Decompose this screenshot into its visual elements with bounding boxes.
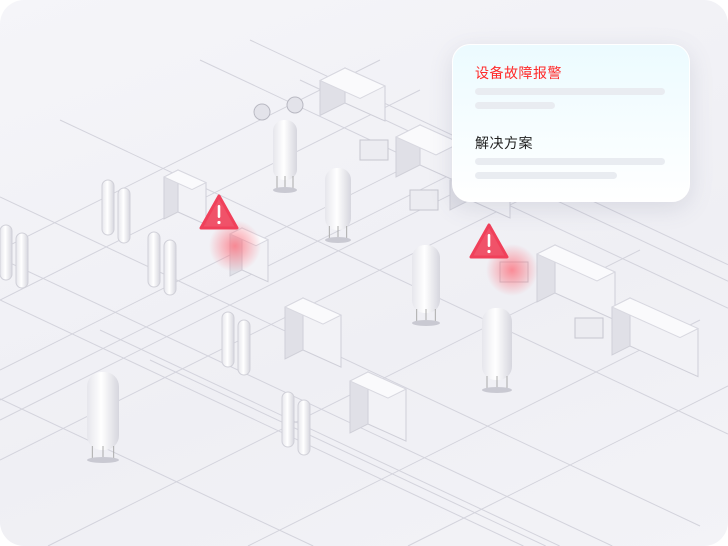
- tank-body: [482, 308, 512, 380]
- tank-body: [412, 245, 440, 313]
- filter-column: [281, 391, 295, 448]
- placeholder-line: [475, 88, 665, 95]
- alert-title: 设备故障报警: [475, 66, 562, 82]
- solution-heading: 解决方案: [475, 136, 533, 152]
- pipe-line: [0, 59, 381, 251]
- storage-tank: [325, 168, 351, 243]
- placeholder-line: [475, 172, 617, 179]
- pipe-line: [0, 398, 314, 546]
- cabinet: [535, 244, 617, 321]
- filter-column: [0, 224, 13, 281]
- transformer-body: [359, 139, 389, 161]
- cabinet-top: [394, 124, 462, 156]
- filter-column: [117, 187, 131, 244]
- storage-tank: [87, 372, 119, 463]
- filter-column: [163, 239, 177, 296]
- filter-unit: [0, 224, 29, 289]
- fault-alert-card[interactable]: 设备故障报警 解决方案: [452, 44, 690, 202]
- warning-triangle-icon: [199, 194, 239, 230]
- exclamation-bar: [487, 234, 491, 247]
- warning-triangle-icon: [469, 223, 509, 259]
- filter-unit: [281, 391, 311, 456]
- exclamation-dot: [487, 249, 491, 254]
- tank-base: [273, 187, 297, 193]
- fault-glow: [209, 220, 261, 272]
- tank-base: [325, 237, 351, 243]
- storage-tank: [412, 245, 440, 326]
- cabinet: [610, 297, 700, 378]
- filter-column: [101, 179, 115, 236]
- pump: [253, 103, 271, 121]
- pipe-line: [0, 299, 524, 546]
- exclamation-dot: [217, 220, 221, 225]
- tank-base: [412, 320, 440, 326]
- pipe-line: [0, 89, 421, 301]
- cabinet: [394, 124, 462, 184]
- tank-body: [325, 168, 351, 230]
- pipe-line: [0, 159, 521, 421]
- transformer: [574, 317, 604, 339]
- exclamation-bar: [217, 205, 221, 218]
- transformer: [409, 189, 439, 211]
- filter-column: [237, 319, 251, 376]
- transformer-body: [574, 317, 604, 339]
- cabinet-top: [535, 244, 617, 282]
- transformer: [359, 139, 389, 161]
- transformer-body: [409, 189, 439, 211]
- cabinet: [318, 67, 387, 122]
- cabinet-top: [283, 297, 343, 325]
- tank-body: [273, 120, 297, 180]
- storage-tank: [273, 120, 297, 193]
- equipment: [0, 67, 700, 463]
- filter-column: [147, 231, 161, 288]
- pipe-line: [59, 119, 728, 435]
- storage-tank: [482, 308, 512, 393]
- pipe-line: [149, 359, 546, 546]
- cabinet-top: [610, 297, 700, 339]
- filter-unit: [147, 231, 177, 296]
- pipe-line: [247, 319, 701, 546]
- pump: [286, 96, 304, 114]
- tank-body: [87, 372, 119, 450]
- filter-column: [297, 399, 311, 456]
- filter-column: [15, 232, 29, 289]
- cabinet-top: [162, 169, 208, 191]
- pipe-line: [407, 385, 728, 546]
- tank-base: [87, 457, 119, 463]
- filter-unit: [221, 311, 251, 376]
- cabinet: [348, 371, 408, 442]
- placeholder-line: [475, 158, 665, 165]
- filter-unit: [101, 179, 131, 244]
- pipe-line: [99, 329, 560, 546]
- placeholder-line: [475, 102, 555, 109]
- cabinet: [283, 297, 343, 368]
- cabinet-top: [318, 67, 387, 100]
- pipe-line: [0, 196, 701, 527]
- pipe-line: [0, 179, 561, 461]
- cabinet: [162, 169, 208, 226]
- tank-base: [482, 387, 512, 393]
- filter-column: [221, 311, 235, 368]
- warnings: [199, 194, 538, 296]
- cabinet-top: [348, 371, 408, 399]
